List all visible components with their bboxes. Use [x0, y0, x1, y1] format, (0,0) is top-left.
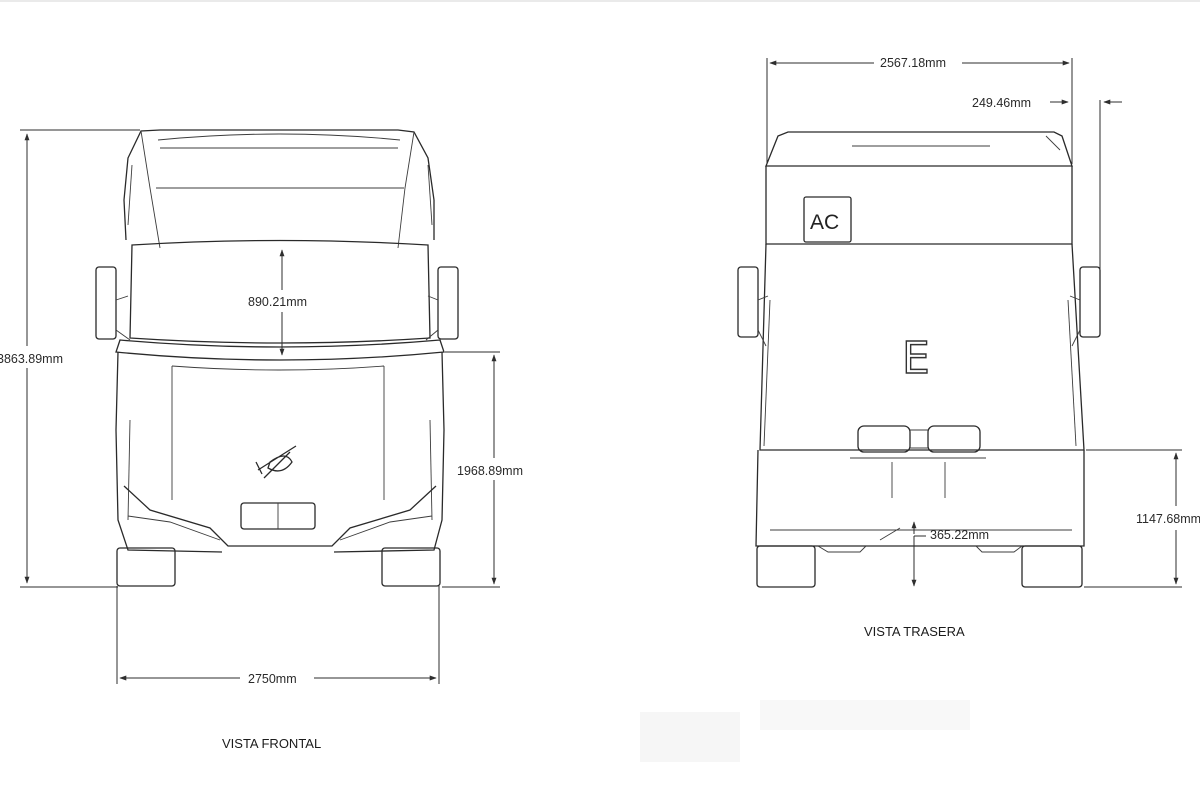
front-dimensions [20, 129, 500, 684]
rear-view-caption: VISTA TRASERA [864, 624, 965, 639]
ac-badge: AC [810, 211, 839, 234]
front-view-caption: VISTA FRONTAL [222, 736, 321, 751]
rear-ground-clearance-label: 365.22mm [930, 528, 989, 542]
e-badge: E [902, 333, 930, 384]
front-total-width-label: 2750mm [248, 672, 297, 686]
rear-mirror-offset-label: 249.46mm [972, 96, 1031, 110]
rear-dimensions [766, 58, 1182, 588]
rear-height-label: 1147.68mm [1136, 512, 1200, 526]
front-total-height-label: 3863.89mm [0, 352, 63, 366]
front-windshield-height-label: 890.21mm [248, 295, 307, 309]
front-hood-height-label: 1968.89mm [457, 464, 523, 478]
front-view-truck [95, 129, 459, 587]
rear-total-width-label: 2567.18mm [880, 56, 946, 70]
rear-view-truck [737, 131, 1101, 588]
